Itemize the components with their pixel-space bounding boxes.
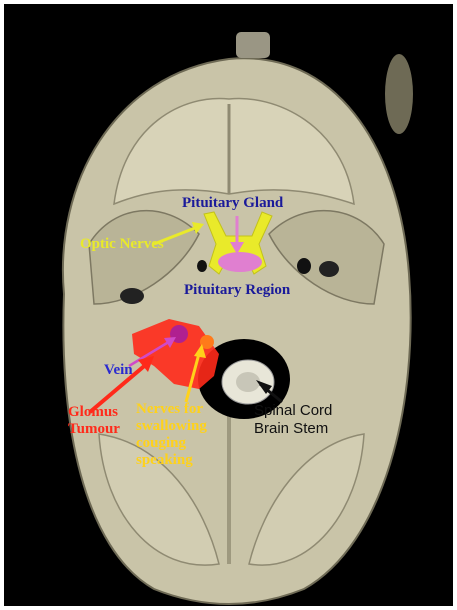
mounting-bolt	[236, 32, 270, 58]
optic-foramen-right	[297, 258, 311, 274]
nerves-label-line4: speaking	[136, 452, 193, 469]
nerves-label-line1: Nerves for	[136, 401, 203, 418]
skull-base-illustration	[4, 4, 453, 606]
pituitary-gland-marker	[218, 252, 262, 272]
optic-foramen-left	[197, 260, 207, 272]
vein-label: Vein	[104, 362, 133, 379]
optic-nerves-label: Optic Nerves	[80, 236, 164, 253]
skull-edge-shadow	[385, 54, 413, 134]
foramen-ovale-right	[319, 261, 339, 277]
nerves-label-line3: couging	[136, 435, 186, 452]
foramen-ovale-left	[120, 288, 144, 304]
skull-base-photo	[4, 4, 453, 606]
spinal-cord-label-line1: Spinal Cord	[254, 402, 332, 419]
glomus-tumour-label-line2: Tumour	[68, 421, 120, 438]
spinal-cord-label-line2: Brain Stem	[254, 420, 328, 437]
pituitary-region-label: Pituitary Region	[184, 282, 290, 299]
pituitary-gland-label: Pituitary Gland	[182, 195, 283, 212]
glomus-tumour-label-line1: Glomus	[68, 404, 118, 421]
nerves-label-line2: swallowing	[136, 418, 207, 435]
